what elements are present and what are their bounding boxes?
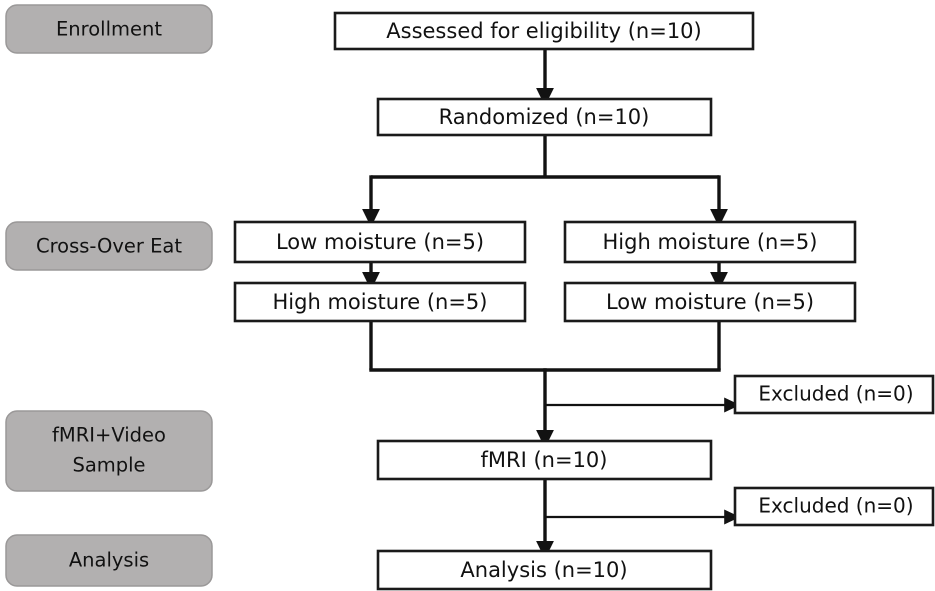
stage-label-enrollment-text: Enrollment — [56, 18, 162, 41]
node-right-arm-period2: Low moisture (n=5) — [563, 281, 857, 323]
stage-label-analysis: Analysis — [5, 534, 213, 587]
node-right-arm-period1-box — [563, 220, 857, 264]
node-fmri-box — [376, 439, 713, 481]
node-right-arm-period2-box — [563, 281, 857, 323]
node-excluded-before-fmri-box — [733, 374, 935, 415]
node-left-arm-period1-text: Low moisture (n=5) — [276, 230, 484, 254]
stage-label-fmri-video-sample-line1: fMRI+Video — [52, 424, 166, 447]
stage-label-enrollment-box — [5, 4, 213, 54]
stage-label-cross-over-eat-box — [5, 221, 213, 271]
stage-label-enrollment: Enrollment — [5, 4, 213, 54]
stage-label-fmri-video-sample: fMRI+Video Sample — [5, 410, 213, 492]
node-left-arm-period2-box — [233, 281, 527, 323]
stage-label-fmri-video-sample-box — [5, 410, 213, 492]
node-analysis-box — [376, 549, 713, 591]
node-left-arm-period2: High moisture (n=5) — [233, 281, 527, 323]
stage-label-fmri-video-sample-line2: Sample — [72, 454, 145, 477]
node-excluded-before-analysis-text: Excluded (n=0) — [758, 494, 913, 518]
node-randomized-box — [376, 97, 713, 137]
node-analysis: Analysis (n=10) — [376, 549, 713, 591]
node-randomized: Randomized (n=10) — [376, 97, 713, 137]
stage-label-analysis-box — [5, 534, 213, 587]
node-left-arm-period1: Low moisture (n=5) — [233, 220, 527, 264]
node-left-arm-period1-box — [233, 220, 527, 264]
node-assessed-for-eligibility-box — [333, 11, 755, 51]
stage-label-cross-over-eat: Cross-Over Eat — [5, 221, 213, 271]
stage-label-analysis-text: Analysis — [69, 549, 149, 572]
node-right-arm-period2-text: Low moisture (n=5) — [606, 290, 814, 314]
node-fmri: fMRI (n=10) — [376, 439, 713, 481]
node-fmri-text: fMRI (n=10) — [481, 448, 608, 472]
node-right-arm-period1-text: High moisture (n=5) — [603, 230, 818, 254]
node-excluded-before-fmri: Excluded (n=0) — [733, 374, 935, 415]
node-assessed-for-eligibility-text: Assessed for eligibility (n=10) — [386, 19, 701, 43]
node-analysis-text: Analysis (n=10) — [460, 558, 627, 582]
node-excluded-before-fmri-text: Excluded (n=0) — [758, 382, 913, 406]
node-excluded-before-analysis: Excluded (n=0) — [733, 486, 935, 527]
node-excluded-before-analysis-box — [733, 486, 935, 527]
node-randomized-text: Randomized (n=10) — [439, 105, 650, 129]
node-right-arm-period1: High moisture (n=5) — [563, 220, 857, 264]
stage-label-cross-over-eat-text: Cross-Over Eat — [36, 235, 182, 258]
node-left-arm-period2-text: High moisture (n=5) — [273, 290, 488, 314]
node-assessed-for-eligibility: Assessed for eligibility (n=10) — [333, 11, 755, 51]
